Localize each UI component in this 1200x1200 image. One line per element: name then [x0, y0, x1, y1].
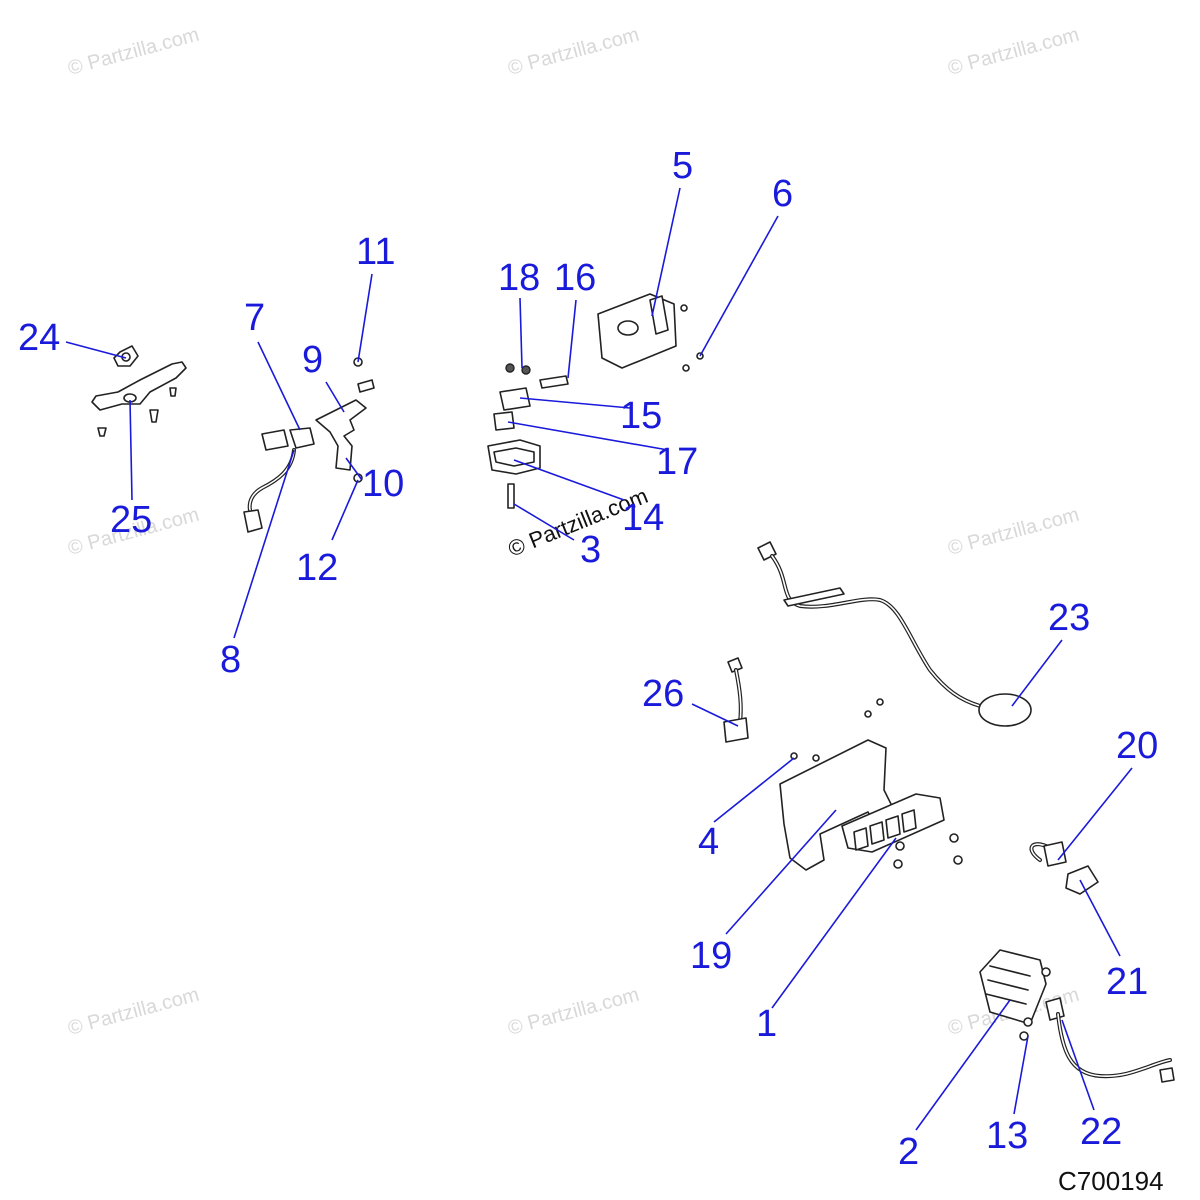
- leader-lines: [65, 187, 1133, 1131]
- part-26-sensor: [723, 657, 749, 743]
- callout-18[interactable]: 18: [498, 257, 540, 299]
- callout-11[interactable]: 11: [356, 231, 395, 273]
- part-25-bracket: [91, 345, 187, 437]
- leader-line: [325, 381, 345, 413]
- part-14-15-17-assembly: [487, 363, 569, 509]
- leader-line: [1061, 1019, 1095, 1111]
- callout-19[interactable]: 19: [690, 935, 732, 977]
- part-5-ecu: [597, 293, 704, 372]
- leader-line: [513, 503, 575, 541]
- watermark: © Partzilla.com: [506, 24, 642, 80]
- callout-20[interactable]: 20: [1116, 725, 1158, 767]
- leader-line: [331, 479, 359, 541]
- leader-line: [725, 809, 837, 935]
- leader-line: [567, 299, 577, 379]
- callout-5[interactable]: 5: [672, 145, 693, 187]
- leader-line: [1013, 1035, 1029, 1115]
- callout-9[interactable]: 9: [302, 339, 323, 381]
- leader-line: [519, 397, 631, 409]
- watermarks: © Partzilla.com © Partzilla.com © Partzi…: [66, 24, 1082, 1040]
- diagram-code: C700194: [1058, 1166, 1164, 1196]
- callout-8[interactable]: 8: [220, 639, 241, 681]
- part-20-21-connector: [1029, 841, 1099, 895]
- leader-line: [1057, 767, 1133, 861]
- leader-line: [519, 297, 523, 369]
- leader-line: [233, 449, 295, 639]
- part-22-harness: [1045, 997, 1175, 1083]
- part-7-8-sensor: [243, 427, 315, 533]
- leader-line: [65, 341, 127, 359]
- part-2-regulator: [979, 949, 1051, 1041]
- part-1-relay-block: [841, 793, 963, 869]
- callout-23[interactable]: 23: [1048, 597, 1090, 639]
- leader-line: [713, 757, 795, 823]
- watermark: © Partzilla.com: [946, 24, 1082, 80]
- callout-7[interactable]: 7: [244, 297, 265, 339]
- watermark: © Partzilla.com: [946, 504, 1082, 560]
- leader-line: [1079, 879, 1121, 957]
- callout-14[interactable]: 14: [622, 497, 664, 539]
- callout-21[interactable]: 21: [1106, 961, 1148, 1003]
- watermark: © Partzilla.com: [66, 984, 202, 1040]
- watermark: © Partzilla.com: [506, 984, 642, 1040]
- leader-line: [651, 187, 681, 317]
- callout-24[interactable]: 24: [18, 317, 60, 359]
- leader-line: [513, 459, 625, 501]
- callout-3[interactable]: 3: [580, 529, 601, 571]
- callout-10[interactable]: 10: [362, 463, 404, 505]
- callout-26[interactable]: 26: [642, 673, 684, 715]
- callout-13[interactable]: 13: [986, 1115, 1028, 1157]
- leader-line: [507, 421, 669, 451]
- part-19-bracket: [779, 698, 901, 871]
- leader-line: [1011, 639, 1063, 707]
- callout-1[interactable]: 1: [756, 1003, 777, 1045]
- watermark: © Partzilla.com: [66, 24, 202, 80]
- leader-line: [257, 341, 301, 431]
- callout-6[interactable]: 6: [772, 173, 793, 215]
- leader-line: [691, 703, 739, 727]
- part-23-harness: [757, 541, 1032, 727]
- leader-line: [915, 999, 1011, 1131]
- leader-line: [129, 399, 133, 501]
- callout-15[interactable]: 15: [620, 395, 662, 437]
- callout-17[interactable]: 17: [656, 441, 698, 483]
- callout-4[interactable]: 4: [698, 821, 719, 863]
- callout-22[interactable]: 22: [1080, 1111, 1122, 1153]
- leader-line: [357, 273, 373, 363]
- callout-2[interactable]: 2: [898, 1131, 919, 1173]
- callouts: 1 2 3 4 5 6 7 8 9 10 11 12 13 14 15 16 1…: [18, 145, 1158, 1173]
- leader-line: [345, 457, 363, 481]
- leader-line: [699, 215, 779, 357]
- callout-12[interactable]: 12: [296, 547, 338, 589]
- leader-line: [771, 837, 897, 1009]
- callout-25[interactable]: 25: [110, 499, 152, 541]
- callout-16[interactable]: 16: [554, 257, 596, 299]
